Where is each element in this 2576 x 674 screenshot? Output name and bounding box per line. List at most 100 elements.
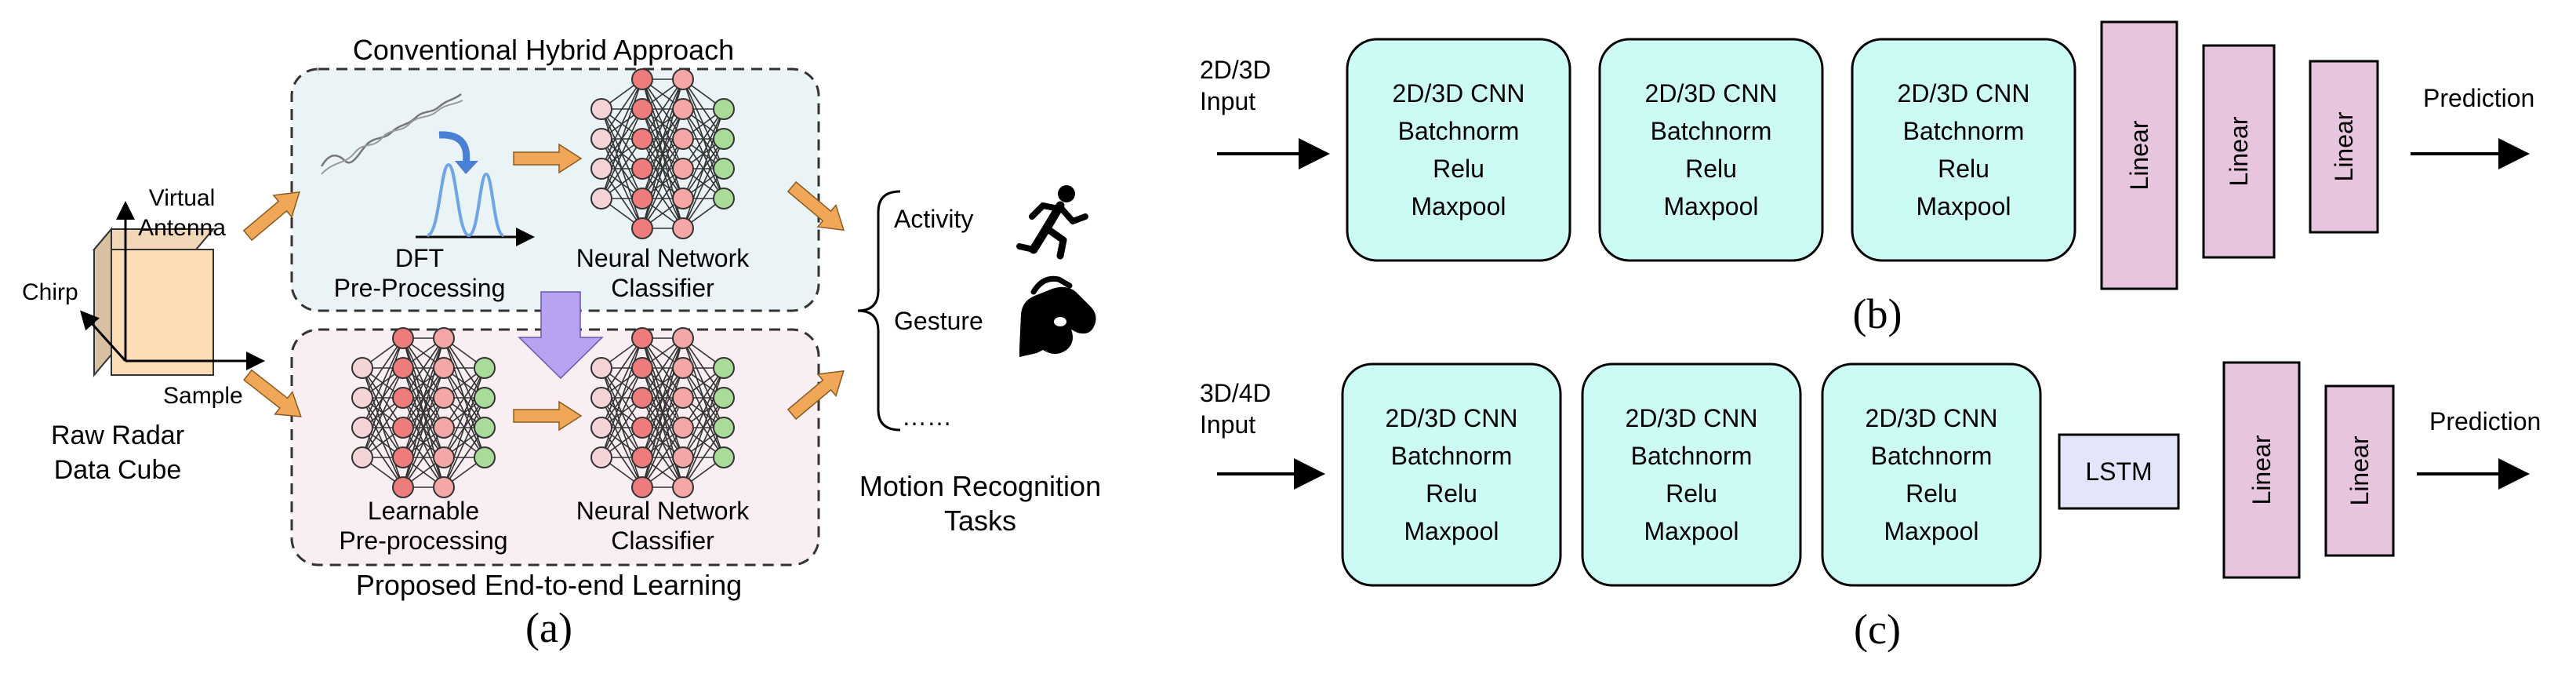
panel-a: Conventional Hybrid Approach Proposed En… <box>22 34 1101 651</box>
c-cnn-block-3: 2D/3D CNN Batchnorm Relu Maxpool <box>1821 363 2042 587</box>
nn-edge <box>682 427 725 488</box>
nn-top-label-1: Neural Network <box>576 244 750 272</box>
conventional-title: Conventional Hybrid Approach <box>353 34 734 66</box>
c-cnn-block-1: 2D/3D CNN Batchnorm Relu Maxpool <box>1341 363 1562 587</box>
running-person-icon <box>1016 185 1088 260</box>
nn-node <box>631 128 653 150</box>
nn-node <box>433 327 455 349</box>
nn-node <box>590 128 612 150</box>
nn-edge <box>601 78 643 140</box>
c-input-label-1: 3D/4D <box>1200 379 1271 407</box>
nn-edge <box>443 367 485 458</box>
nn-node <box>351 446 373 468</box>
nn-node <box>392 387 414 409</box>
panel-b: 2D/3D Input 2D/3D CNN Batchnorm Relu Max… <box>1200 20 2534 337</box>
svg-text:Batchnorm: Batchnorm <box>1903 117 2025 145</box>
nn-edge <box>641 337 684 458</box>
nn-edge <box>362 337 404 399</box>
nn-node <box>672 158 694 180</box>
nn-edge <box>601 138 643 199</box>
nn-node <box>590 158 612 180</box>
nn-node <box>713 158 735 180</box>
svg-text:Maxpool: Maxpool <box>1917 192 2011 220</box>
svg-text:Linear: Linear <box>2330 111 2358 181</box>
transform-curl-arrow <box>438 131 471 166</box>
svg-text:Relu: Relu <box>1666 479 1717 508</box>
nn-node <box>590 387 612 409</box>
nn-edge <box>641 108 684 229</box>
nn-node <box>631 446 653 468</box>
nn-node <box>672 327 694 349</box>
svg-text:Maxpool: Maxpool <box>1644 517 1739 545</box>
replace-arrow <box>518 291 604 380</box>
b-cnn-block-1: 2D/3D CNN Batchnorm Relu Maxpool <box>1346 38 1571 262</box>
dft-label-1: DFT <box>395 244 444 272</box>
nn-edge <box>402 337 445 458</box>
signal-wave-2 <box>321 100 463 175</box>
proposed-title: Proposed End-to-end Learning <box>356 569 742 601</box>
task-activity: Activity <box>894 205 973 233</box>
svg-text:Batchnorm: Batchnorm <box>1651 117 1772 145</box>
nn-edge <box>601 337 643 458</box>
nn-node <box>392 446 414 468</box>
nn-node <box>672 188 694 209</box>
nn-node <box>672 128 694 150</box>
svg-text:LSTM: LSTM <box>2085 457 2152 486</box>
virtual-antenna-label-2: Antenna <box>138 215 226 241</box>
neural-network-bottom <box>590 327 735 498</box>
nn-node <box>713 446 735 468</box>
task-gesture: Gesture <box>894 307 983 335</box>
nn-edge <box>601 108 643 199</box>
chirp-label: Chirp <box>22 279 78 305</box>
cube-label-1: Raw Radar <box>51 421 184 450</box>
c-lstm-block: LSTM <box>2058 433 2180 510</box>
nn-node <box>351 417 373 439</box>
cube-front-face <box>111 249 214 376</box>
spectrum-peak-2 <box>467 172 505 237</box>
nn-node <box>392 357 414 379</box>
nn-edge <box>601 337 643 428</box>
nn-node <box>713 98 735 120</box>
nn-edge <box>641 78 684 169</box>
nn-edge <box>443 367 485 428</box>
caption-b: (b) <box>1853 290 1902 337</box>
nn-edge <box>641 367 684 488</box>
nn-edge <box>402 367 445 488</box>
svg-text:2D/3D CNN: 2D/3D CNN <box>1645 79 1778 107</box>
svg-text:Maxpool: Maxpool <box>1884 517 1979 545</box>
nn-node <box>631 417 653 439</box>
svg-text:Relu: Relu <box>1426 479 1477 508</box>
svg-text:Batchnorm: Batchnorm <box>1398 117 1520 145</box>
nn-node <box>631 357 653 379</box>
nn-node <box>474 357 496 379</box>
nn-node <box>590 98 612 120</box>
nn-edge <box>443 367 485 488</box>
svg-text:Maxpool: Maxpool <box>1664 192 1759 220</box>
b-linear-1: Linear <box>2100 20 2178 290</box>
nn-edge <box>362 367 404 458</box>
nn-edge <box>362 337 404 428</box>
caption-a: (a) <box>525 604 572 651</box>
svg-text:Batchnorm: Batchnorm <box>1871 442 1993 470</box>
svg-text:Maxpool: Maxpool <box>1412 192 1506 220</box>
nn-node <box>631 68 653 90</box>
nn-edge <box>362 397 404 458</box>
nn-edge <box>682 108 725 199</box>
b-cnn-block-2: 2D/3D CNN Batchnorm Relu Maxpool <box>1598 38 1824 262</box>
panel-c: 3D/4D Input 2D/3D CNN Batchnorm Relu Max… <box>1200 361 2541 653</box>
nn-top-label-2: Classifier <box>611 274 714 302</box>
nn-edge <box>601 397 643 458</box>
svg-text:Batchnorm: Batchnorm <box>1631 442 1753 470</box>
nn-node <box>672 387 694 409</box>
nn-edge <box>641 397 684 488</box>
nn-node <box>474 446 496 468</box>
cube-to-dft-arrow <box>242 191 300 242</box>
nn-node <box>713 417 735 439</box>
nn-edge <box>443 397 485 488</box>
nn-node <box>672 417 694 439</box>
nn-node <box>433 417 455 439</box>
orange-arrows <box>242 143 845 432</box>
nn-node <box>713 128 735 150</box>
nn-node <box>433 476 455 498</box>
